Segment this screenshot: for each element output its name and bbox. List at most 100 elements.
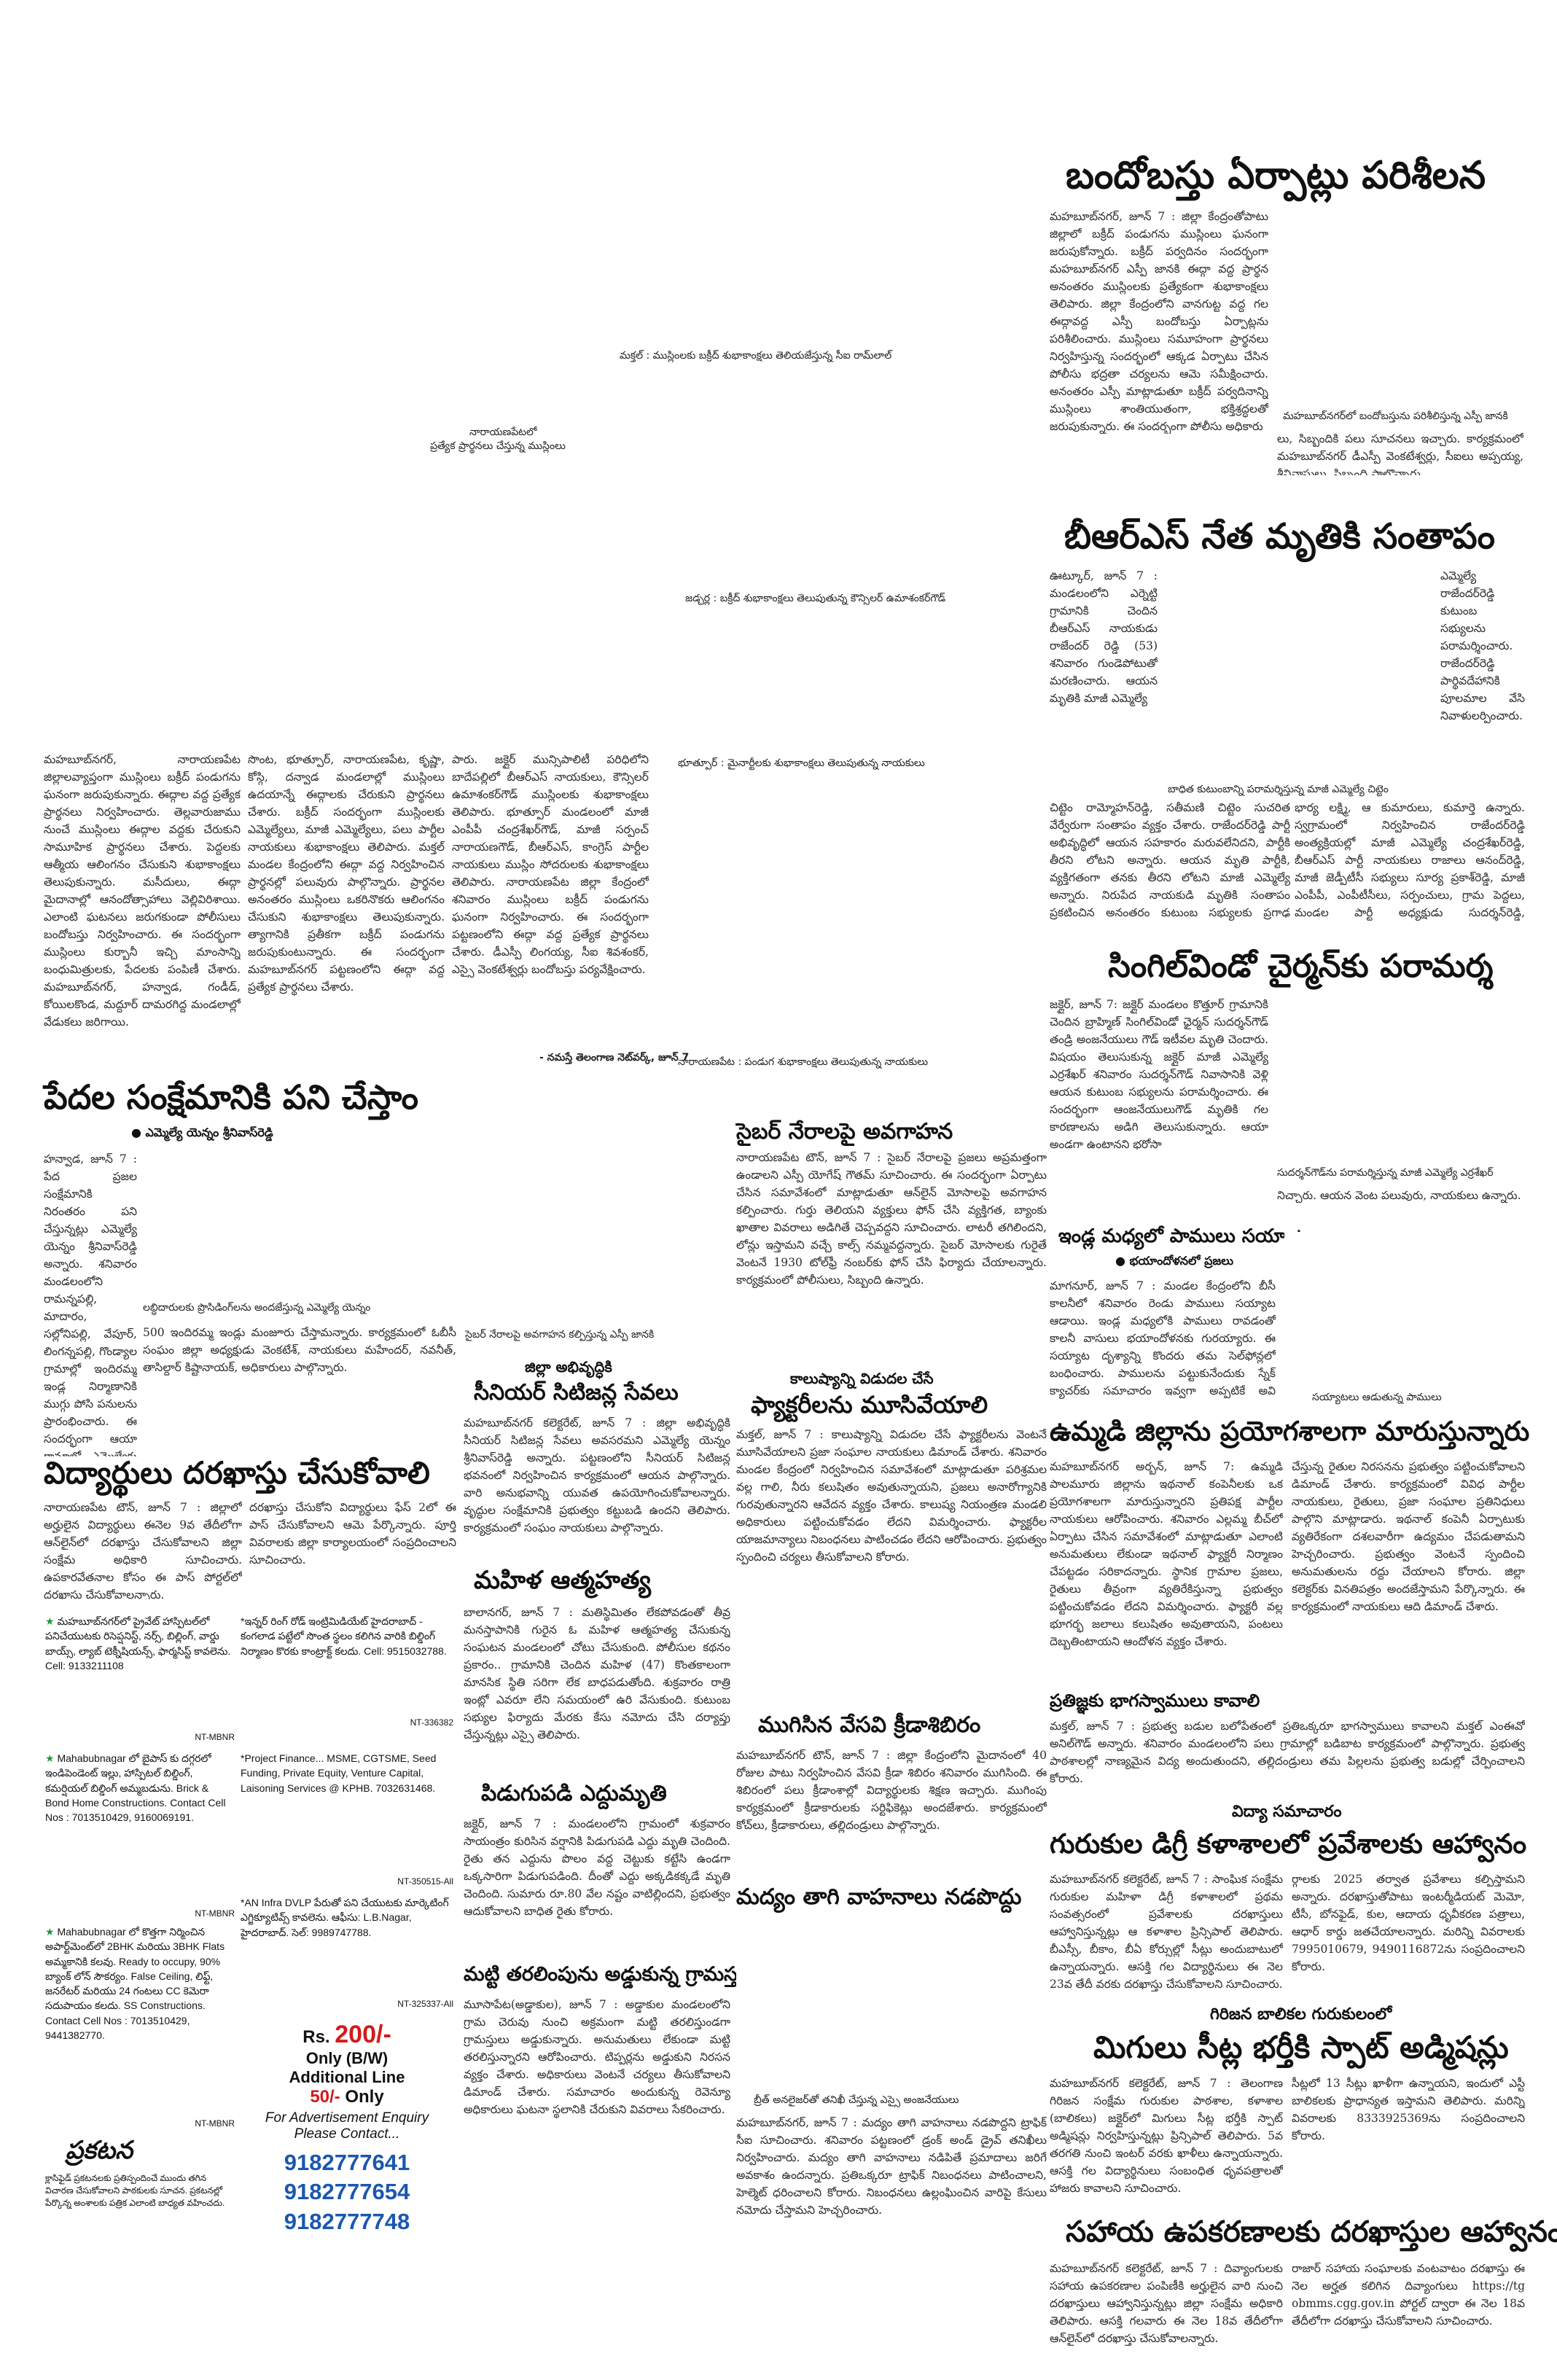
article-tribal-col1: మహబూబ్‌నగర్‌ కలెక్టరేట్‌, జూన్‌ 7 : తెలం… [1050, 2077, 1283, 2196]
article-bakrid-col1: మహబూబ్‌నగర్‌, నారాయణపేట జిల్లాలవ్యాప్తంగ… [44, 753, 241, 1029]
article-bandobast-body-cont: లు, సిబ్బందికి పలు సూచనలు ఇచ్చారు. కార్య… [1277, 432, 1523, 475]
article-poor-main: 500 ఇందిరమ్మ ఇండ్లు మంజూరు చేస్తామన్నారు… [143, 1326, 456, 1375]
article-aids-col1: మహబూబ్‌నగర్‌ కలెక్టరేట్‌, జూన్‌ 7 : దివ్… [1050, 2262, 1283, 2346]
classified-3-code: NT-MBNR [195, 2118, 235, 2129]
classified-m2-code: NT-350515-All [397, 1876, 453, 1887]
notice-title: ప్రకటన [66, 2136, 133, 2165]
star-icon: ★ [45, 1615, 55, 1627]
photo-snakes [1284, 1232, 1525, 1386]
photo-maktal-bakrid [44, 204, 1050, 363]
classified-m3: *AN Infra DVLP పేరుతో పని చేయుటకు మార్కె… [241, 1897, 449, 1938]
caption-bandobast: మహబూబ్‌నగర్‌లో బందోబస్తును పరిశీలిస్తున్… [1283, 410, 1508, 422]
classified-3: ★ Mahabubnagar లో కొత్తగా నిర్మించిన అపా… [45, 1926, 225, 2042]
photo-narayanpet-prayers [44, 368, 1050, 454]
bullet-icon: ● [1115, 1254, 1130, 1268]
caption-narayanpet-2-photo: నారాయణపేట : పండుగ శుభాకాంక్షలు తెలుపుతున… [678, 1056, 929, 1068]
ad-rate-line2: 50/- Only [310, 2087, 384, 2107]
ad-enquiry-2: Please Contact... [294, 2126, 400, 2142]
photo-bandobast [1277, 208, 1523, 405]
headline-cyber: సైబర్‌ నేరాలపై అవగాహన [736, 1119, 953, 1144]
article-bakrid-col3: పారు. జక్లైర్‌ మున్సిపాలిటీ పరిధిలోని బా… [452, 753, 649, 977]
divider [1050, 1798, 1525, 1799]
classified-m3-code: NT-325337-All [397, 1999, 453, 2009]
article-gurukul-col1: మహబూబ్‌నగర్‌ కలెక్టరేట్‌, జూన్‌ 7 : సాంఘ… [1050, 1873, 1283, 1991]
classified-2-code: NT-MBNR [195, 1908, 235, 1919]
star-icon: ★ [45, 1926, 55, 1938]
classified-1-code: NT-MBNR [195, 1732, 235, 1742]
headline-tribal: మిగులు సీట్ల భర్తీకి స్పాట్‌ అడ్మిషన్లు [1093, 2029, 1509, 2065]
photo-narayanpet-leaders [656, 773, 1047, 1050]
kicker-senior: జిల్లా అభివృద్ధికి [525, 1358, 612, 1376]
article-bakrid-col2: సొంట, భూత్పూర్‌, నారాయణపేట, కృష్ణా, కోస్… [248, 753, 445, 994]
headline-poor-welfare: పేదల సంక్షేమానికి పని చేస్తాం [44, 1077, 418, 1117]
caption-narayanpet-2: ప్రత్యేక ప్రార్థనలు చేస్తున్న ముస్లింలు [430, 440, 566, 452]
headline-mahila: మహిళ ఆత్మహత్య [474, 1566, 651, 1595]
headline-pratigna: ప్రతిజ్ఞకు భాగస్వాములు కావాలి [1050, 1690, 1260, 1711]
headline-gurukul: గురుకుల డిగ్రీ కళాశాలలో ప్రవేశాలకు ఆహ్వా… [1050, 1828, 1527, 1860]
article-kaluspya-body: మక్తల్‌, జూన్‌ 7 : కాలుష్యాన్ని విడుదల చ… [736, 1428, 1047, 1564]
article-aids-col2: రాజార్‌ సహాయ సంఘాలకు వంటవాటం దరఖాస్తు ఈ … [1292, 2262, 1525, 2328]
ad-rate-box: Rs. 200/- Only (B/W) Additional Line 50/… [241, 2021, 453, 2356]
article-summer-body: మహబూబ్‌నగర్‌ టౌన్‌, జూన్‌ 7 : జిల్లా కేం… [736, 1749, 1047, 1833]
caption-poor-welfare: లబ్ధిదారులకు ప్రొసిడింగ్‌లను అందజేస్తున్… [143, 1302, 371, 1314]
article-students-col2: దరఖాస్తు చేసుకోని విద్యార్థులు ఫేస్‌ 2లో… [249, 1501, 456, 1567]
article-brs-body: చిట్టెం రామ్మోహన్‌రెడ్డి, సతీమణి చిట్టెం… [1050, 801, 1290, 920]
article-lab-col1: మహబూబ్‌నగర్‌ అర్బన్‌, జూన్‌ 7: ఉమ్మడి పా… [1050, 1460, 1283, 1649]
article-villages-body: మూసాపేట(అడ్డాకుల), జూన్‌ 7 : అడ్డాకుల మం… [464, 1998, 730, 2117]
classified-1: ★ మహబూబ్‌నగర్‌లో ప్రైవేట్‌ హాస్పిటల్‌లో … [45, 1615, 231, 1671]
headline-snakes: ఇండ్ల మధ్యలో పాములు సయ్యాట [1058, 1225, 1309, 1247]
classified-m2: *Project Finance... MSME, CGTSME, Seed F… [241, 1752, 437, 1794]
ad-phone-1: 9182777641 [284, 2150, 410, 2175]
ad-rate-line: Rs. 200/- [303, 2021, 391, 2048]
caption-maktal: మక్తల్‌ : ముస్లింలకు బక్రీద్‌ శుభాకాంక్ష… [620, 350, 892, 362]
headline-drunk: మద్యం తాగి వాహనాలు నడపొద్దు [736, 1884, 1022, 1910]
photo-brs-family [1163, 567, 1433, 779]
ad-rate-only: Only (B/W) [305, 2049, 389, 2067]
caption-drunk: బ్రీత్‌ అనలైజర్‌తో తనిఖీ చేస్తున్న ఎస్సై… [754, 2094, 959, 2106]
caption-jadcherla: జడ్చర్ల : బక్రీద్‌ శుభాకాంక్షలు తెలుపుతు… [685, 593, 946, 604]
classified-2: ★ Mahabubnagar లో బైపాస్‌ కు దగ్గరలో ఇండ… [45, 1752, 226, 1824]
headline-lab: ఉమ్మడి జిల్లాను ప్రయోగశాలగా మారుస్తున్నా… [1050, 1416, 1530, 1447]
byline-poor-welfare: ● ఎమ్మెల్యే యెన్నం శ్రీనివాస్‌రెడ్డి [131, 1125, 273, 1139]
caption-brs: బాధిత కుటుంబాన్ని పరామర్శిస్తున్న మాజీ ఎ… [1168, 784, 1389, 795]
article-singlewindow-body: జక్లైర్‌, జూన్‌ 7: జక్లైర్‌ మండలం కొత్తూ… [1050, 998, 1268, 1152]
article-drunk-body: మహబూబ్‌నగర్‌, జూన్‌ 7 : మద్యం తాగి వాహనా… [736, 2116, 1047, 2217]
article-lightning-body: జక్లైర్‌, జూన్‌ 7 : మండలంలోని గ్రామంలో శ… [464, 1817, 730, 1919]
kicker-tribal: గిరిజన బాలికల గురుకులంలో [1210, 2005, 1392, 2024]
headline-lightning: పిడుగుపడి ఎద్దుమృతి [481, 1781, 667, 1806]
article-gurukul-col2: ర్గాలకు 2025 తర్వాత ప్రవేశాలు కల్పిస్తామ… [1292, 1873, 1525, 1974]
headline-summer: ముగిసిన వేసవి క్రీడాశిబిరం [758, 1712, 981, 1738]
photo-drunk [736, 1920, 1047, 2088]
bullet-icon: ● [131, 1125, 146, 1139]
section-education-header: విద్యా సమాచారం [1232, 1803, 1342, 1821]
notice-body: క్లాసిఫైడ్‌ ప్రకటనలకు ప్రతిస్పందించే ముం… [45, 2173, 225, 2208]
photo-bhoothpur [437, 612, 1047, 751]
photo-poor-welfare [143, 1150, 456, 1303]
headline-kaluspya: ఫ్యాక్టరీలను మూసివేయాలి [751, 1391, 988, 1419]
caption-bhoothpur: భూత్పూర్‌ : మైనార్టీలకు శుభాకాంక్షలు తెల… [678, 757, 925, 769]
caption-cyber: సైబర్‌ నేరాలపై అవగాహన కల్పిస్తున్న ఎస్పీ… [465, 1329, 655, 1341]
article-snakes-body: మాగనూర్‌, జూన్‌ 7 : మండల కేంద్రంలోని బీస… [1050, 1279, 1276, 1398]
article-brs-col1: ఊట్కూర్‌, జూన్‌ 7 : మండలంలోని ఎర్నెట్టి … [1050, 569, 1158, 706]
article-pratigna-body: మక్తల్‌, జూన్‌ 7 : ప్రభుత్వ బడుల బలోపేతం… [1050, 1720, 1525, 1786]
article-senior-body: మహబూబ్‌నగర్‌ కలెక్టరేట్‌, జూన్‌ 7 : జిల్… [464, 1416, 730, 1535]
photo-cyber [464, 1149, 730, 1324]
caption-singlewindow: సుదర్శన్‌గౌడ్‌ను పరామర్శిస్తున్న మాజీ ఎమ… [1277, 1167, 1494, 1179]
kicker-kaluspya: కాలుష్యాన్ని విడుదల చేసే [790, 1370, 934, 1387]
headline-aids: సహాయ ఉపకరణాలకు దరఖాస్తుల ఆహ్వానం [1066, 2215, 1557, 2249]
article-cyber-body: నారాయణపేట టౌన్‌, జూన్‌ 7 : సైబర్‌ నేరాలప… [736, 1151, 1047, 1287]
headline-bandobast: బందోబస్తు ఏర్పాట్లు పరిశీలన [1066, 154, 1486, 198]
classifieds-divider [44, 1607, 458, 1608]
ad-phone-3: 9182777748 [284, 2208, 410, 2234]
signoff-bakrid: - నమస్తే తెలంగాణ నెట్‌వర్క్‌, జూన్‌ 7 [539, 1052, 690, 1064]
article-tribal-col2: సీట్లలో 13 సీట్లు ఖాళీగా ఉన్నాయని, ఇందుల… [1292, 2077, 1525, 2143]
article-singlewindow-body2: నిచ్చారు. ఆయన వెంట పలువురు, నాయకులు ఉన్న… [1277, 1189, 1521, 1202]
article-brs-col2: ఎమ్మెల్యే రాజేందర్‌రెడ్డి కుటుంబ సభ్యులన… [1440, 569, 1525, 723]
classified-m1: *ఇన్నర్‌ రింగ్‌ రోడ్‌ ఇంట్రిమిడియేట్‌ హై… [241, 1615, 447, 1657]
photo-jadcherla [44, 459, 1050, 590]
headline-brs-condolence: బీఆర్‌ఎస్‌ నేత మృతికి సంతాపం [1064, 516, 1495, 557]
headline-singlewindow: సింగిల్‌విండో చైర్మన్‌కు పరామర్శ [1108, 948, 1494, 985]
headline-villages: మట్టి తరలింపును అడ్డుకున్న గ్రామస్తులు [464, 1963, 765, 1986]
ad-enquiry-1: For Advertisement Enquiry [265, 2110, 429, 2126]
article-lab-col2: చేస్తున్న రైతుల నిరసనను ప్రభుత్వం పట్టిం… [1292, 1460, 1525, 1614]
